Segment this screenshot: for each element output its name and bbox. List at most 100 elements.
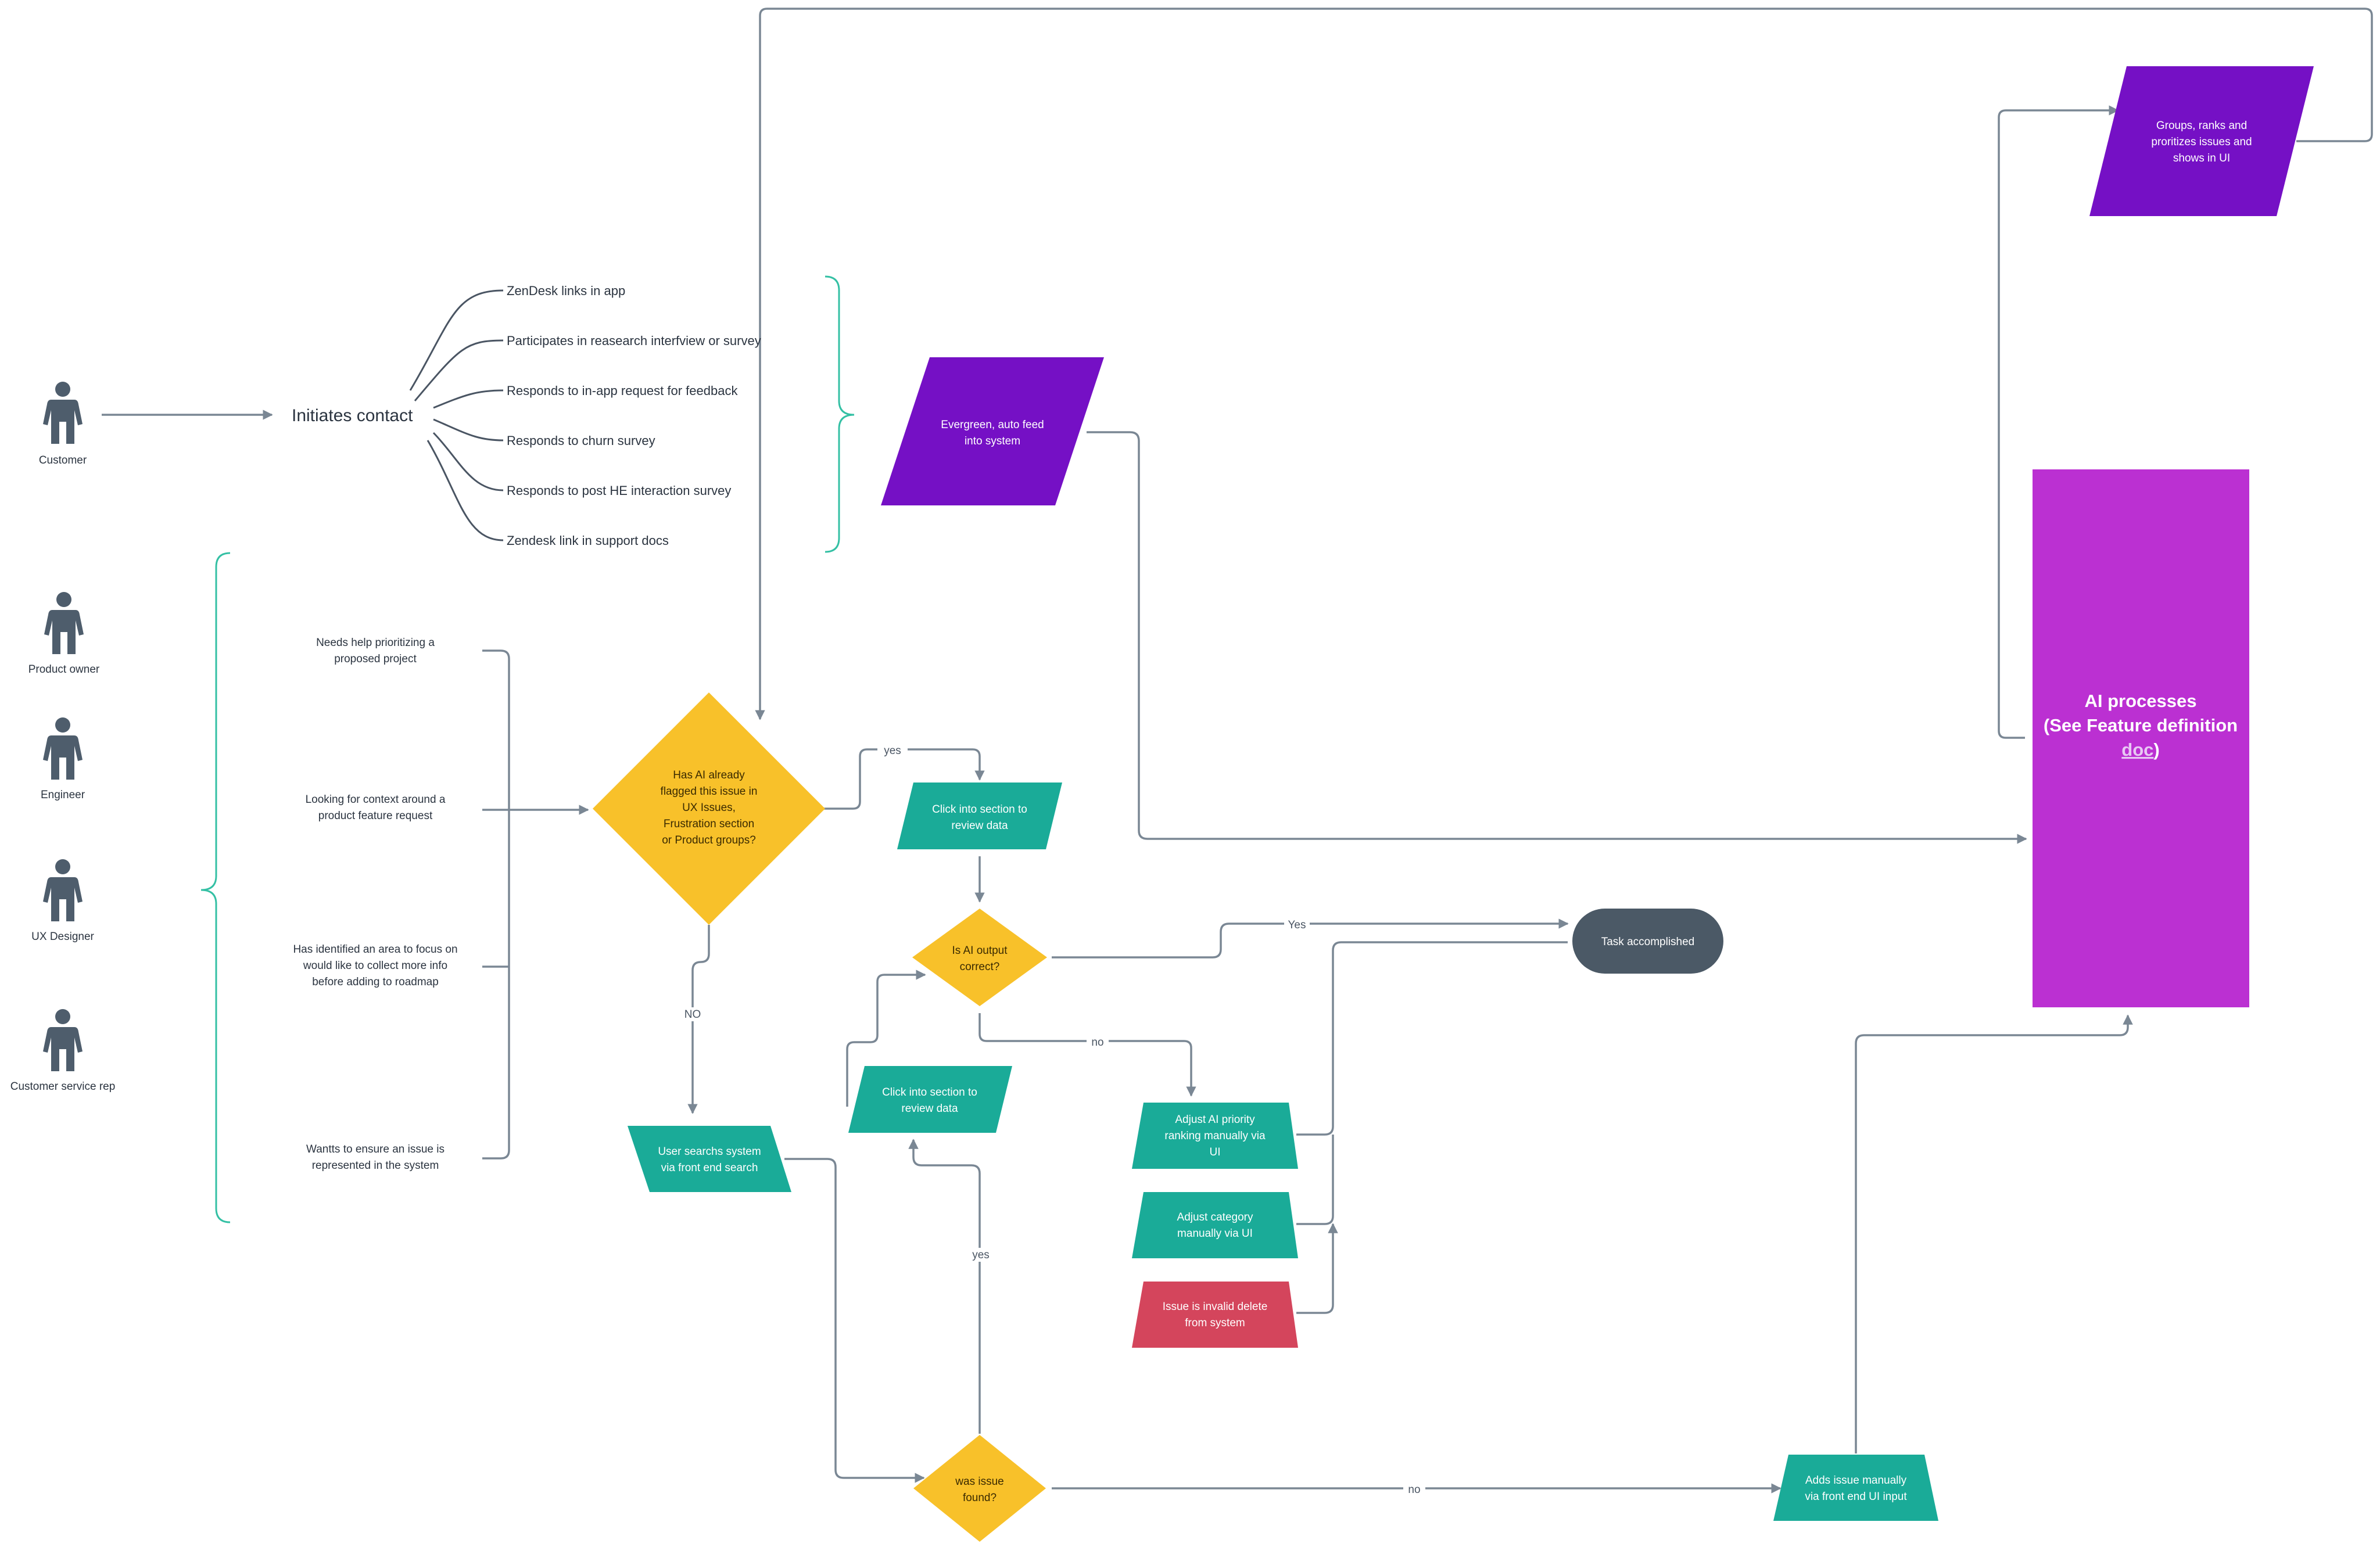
adjust-priority-line-1: Adjust AI priority	[1175, 1114, 1255, 1126]
connectors	[102, 8, 2373, 1494]
task-accomplished-node[interactable]: Task accomplished	[1572, 909, 1723, 974]
adjust-category-node[interactable]: Adjust category manually via UI	[1132, 1192, 1298, 1258]
channel-zendesk-app: ZenDesk links in app	[507, 283, 625, 298]
flagged-line-2: flagged this issue in	[661, 785, 758, 798]
groups-ranks-line-2: proritizes issues and	[2151, 136, 2252, 148]
adds-issue-line-1: Adds issue manually	[1805, 1474, 1907, 1487]
decision-issue-found[interactable]: was issue found?	[913, 1435, 1046, 1542]
connector-correct-no	[978, 1013, 1196, 1097]
adjust-priority-line-2: ranking manually via	[1164, 1130, 1266, 1142]
edge-labels: yes Yes no NO yes no	[682, 744, 1425, 1496]
adjust-category-line-2: manually via UI	[1177, 1227, 1253, 1240]
actors: Customer Product owner Engineer UX Desig…	[10, 382, 115, 1093]
connector-ai-to-groups	[1998, 105, 2119, 739]
actor-customer-label: Customer	[39, 454, 87, 466]
flagged-line-5: or Product groups?	[662, 834, 756, 846]
found-line-1: was issue	[955, 1476, 1003, 1488]
connector-click2-to-correct	[846, 970, 926, 1107]
connector-correct-yes	[1052, 918, 1569, 959]
click-review-node-2[interactable]: Click into section to review data	[848, 1066, 1012, 1133]
connector-adjust-to-task	[1296, 941, 1568, 1314]
channel-in-app-feedback: Responds to in-app request for feedback	[507, 383, 738, 398]
need-3-line-1: Has identified an area to focus on	[293, 943, 457, 956]
connector-found-yes	[908, 1139, 981, 1434]
decision-ai-correct[interactable]: Is AI output correct?	[912, 909, 1047, 1006]
adds-issue-node[interactable]: Adds issue manually via front end UI inp…	[1773, 1455, 1938, 1521]
adjust-priority-node[interactable]: Adjust AI priority ranking manually via …	[1132, 1103, 1298, 1169]
channel-post-he-survey: Responds to post HE interaction survey	[507, 483, 731, 498]
channel-zendesk-docs: Zendesk link in support docs	[507, 533, 669, 548]
ai-processes-subtitle: (See Feature definition	[2044, 715, 2238, 735]
connector-flagged-no	[687, 925, 710, 1114]
user-searches-line-1: User searchs system	[658, 1146, 761, 1158]
needs-list: Needs help prioritizing a proposed proje…	[293, 637, 457, 1172]
groups-ranks-node[interactable]: Groups, ranks and proritizes issues and …	[2089, 66, 2314, 216]
need-2-line-2: product feature request	[318, 810, 433, 822]
actor-engineer-label: Engineer	[41, 789, 85, 801]
connector-search-to-found	[784, 1158, 925, 1483]
contact-curves	[409, 289, 504, 541]
adds-issue-line-2: via front end UI input	[1805, 1491, 1907, 1503]
ux-designer-icon	[43, 859, 83, 921]
invalid-delete-line-2: from system	[1185, 1317, 1245, 1329]
flagged-line-1: Has AI already	[673, 769, 745, 781]
need-4-line-2: represented in the system	[312, 1160, 439, 1172]
ai-processes-title: AI processes	[2085, 691, 2197, 711]
click-review-1-line-2: review data	[951, 820, 1008, 832]
brace-internal-actors	[200, 552, 231, 1223]
svg-text:doc): doc)	[2121, 740, 2159, 760]
connector-needs-bracket	[482, 649, 588, 1160]
actor-product-owner-label: Product owner	[28, 663, 100, 676]
need-4-line-1: Wantts to ensure an issue is	[306, 1143, 445, 1155]
user-searches-line-2: via front end search	[661, 1162, 758, 1174]
ai-correct-line-1: Is AI output	[952, 945, 1008, 957]
customer-service-icon	[43, 1009, 83, 1071]
decision-ai-flagged[interactable]: Has AI already flagged this issue in UX …	[593, 692, 825, 925]
click-review-1-line-1: Click into section to	[932, 803, 1027, 816]
channel-research-interview: Participates in reasearch interfview or …	[507, 333, 761, 348]
click-review-2-line-1: Click into section to	[882, 1086, 977, 1099]
found-line-2: found?	[963, 1492, 997, 1504]
need-1-line-2: proposed project	[334, 653, 417, 665]
ai-processes-node[interactable]: AI processes (See Feature definition doc…	[2033, 469, 2249, 1007]
need-1-line-1: Needs help prioritizing a	[316, 637, 435, 649]
connector-adds-to-ai	[1855, 1014, 2133, 1453]
click-review-node-1[interactable]: Click into section to review data	[897, 783, 1062, 849]
click-review-2-line-2: review data	[901, 1103, 958, 1115]
invalid-delete-line-1: Issue is invalid delete	[1163, 1301, 1268, 1313]
adjust-category-line-1: Adjust category	[1177, 1211, 1253, 1223]
ai-processes-close-paren: )	[2153, 740, 2159, 760]
feature-doc-link[interactable]: doc	[2121, 740, 2153, 760]
edge-label-no-adjust: no	[1091, 1036, 1103, 1049]
need-3-line-3: before adding to roadmap	[312, 976, 439, 988]
need-3-line-2: would like to collect more info	[303, 960, 447, 972]
initiates-contact-label: Initiates contact	[292, 406, 413, 425]
need-2-line-1: Looking for context around a	[306, 794, 446, 806]
flagged-line-3: UX Issues,	[682, 802, 736, 814]
invalid-delete-node[interactable]: Issue is invalid delete from system	[1132, 1282, 1298, 1348]
connector-evergreen-to-ai	[1087, 431, 2027, 844]
engineer-icon	[43, 717, 83, 780]
groups-ranks-line-1: Groups, ranks and	[2156, 120, 2247, 132]
actor-ux-designer-label: UX Designer	[31, 931, 94, 943]
edge-label-no-search: NO	[684, 1008, 701, 1021]
connector-top-loop	[755, 8, 2373, 720]
evergreen-line-1: Evergreen, auto feed	[941, 419, 1044, 431]
connector-flagged-yes	[824, 748, 985, 810]
channel-churn-survey: Responds to churn survey	[507, 433, 655, 448]
edge-label-yes-task: Yes	[1288, 919, 1306, 931]
adjust-priority-line-3: UI	[1210, 1146, 1221, 1158]
contact-channels: ZenDesk links in app Participates in rea…	[507, 283, 761, 548]
customer-icon	[43, 382, 83, 444]
task-accomplished-label: Task accomplished	[1601, 936, 1695, 948]
evergreen-node[interactable]: Evergreen, auto feed into system	[881, 357, 1104, 505]
edge-label-no-found: no	[1408, 1484, 1420, 1496]
groups-ranks-line-3: shows in UI	[2173, 152, 2230, 164]
edge-label-yes: yes	[884, 745, 901, 757]
brace-contact-channels	[825, 275, 855, 553]
user-searches-node[interactable]: User searchs system via front end search	[628, 1126, 791, 1192]
evergreen-line-2: into system	[965, 435, 1020, 447]
flagged-line-4: Frustration section	[664, 818, 754, 830]
